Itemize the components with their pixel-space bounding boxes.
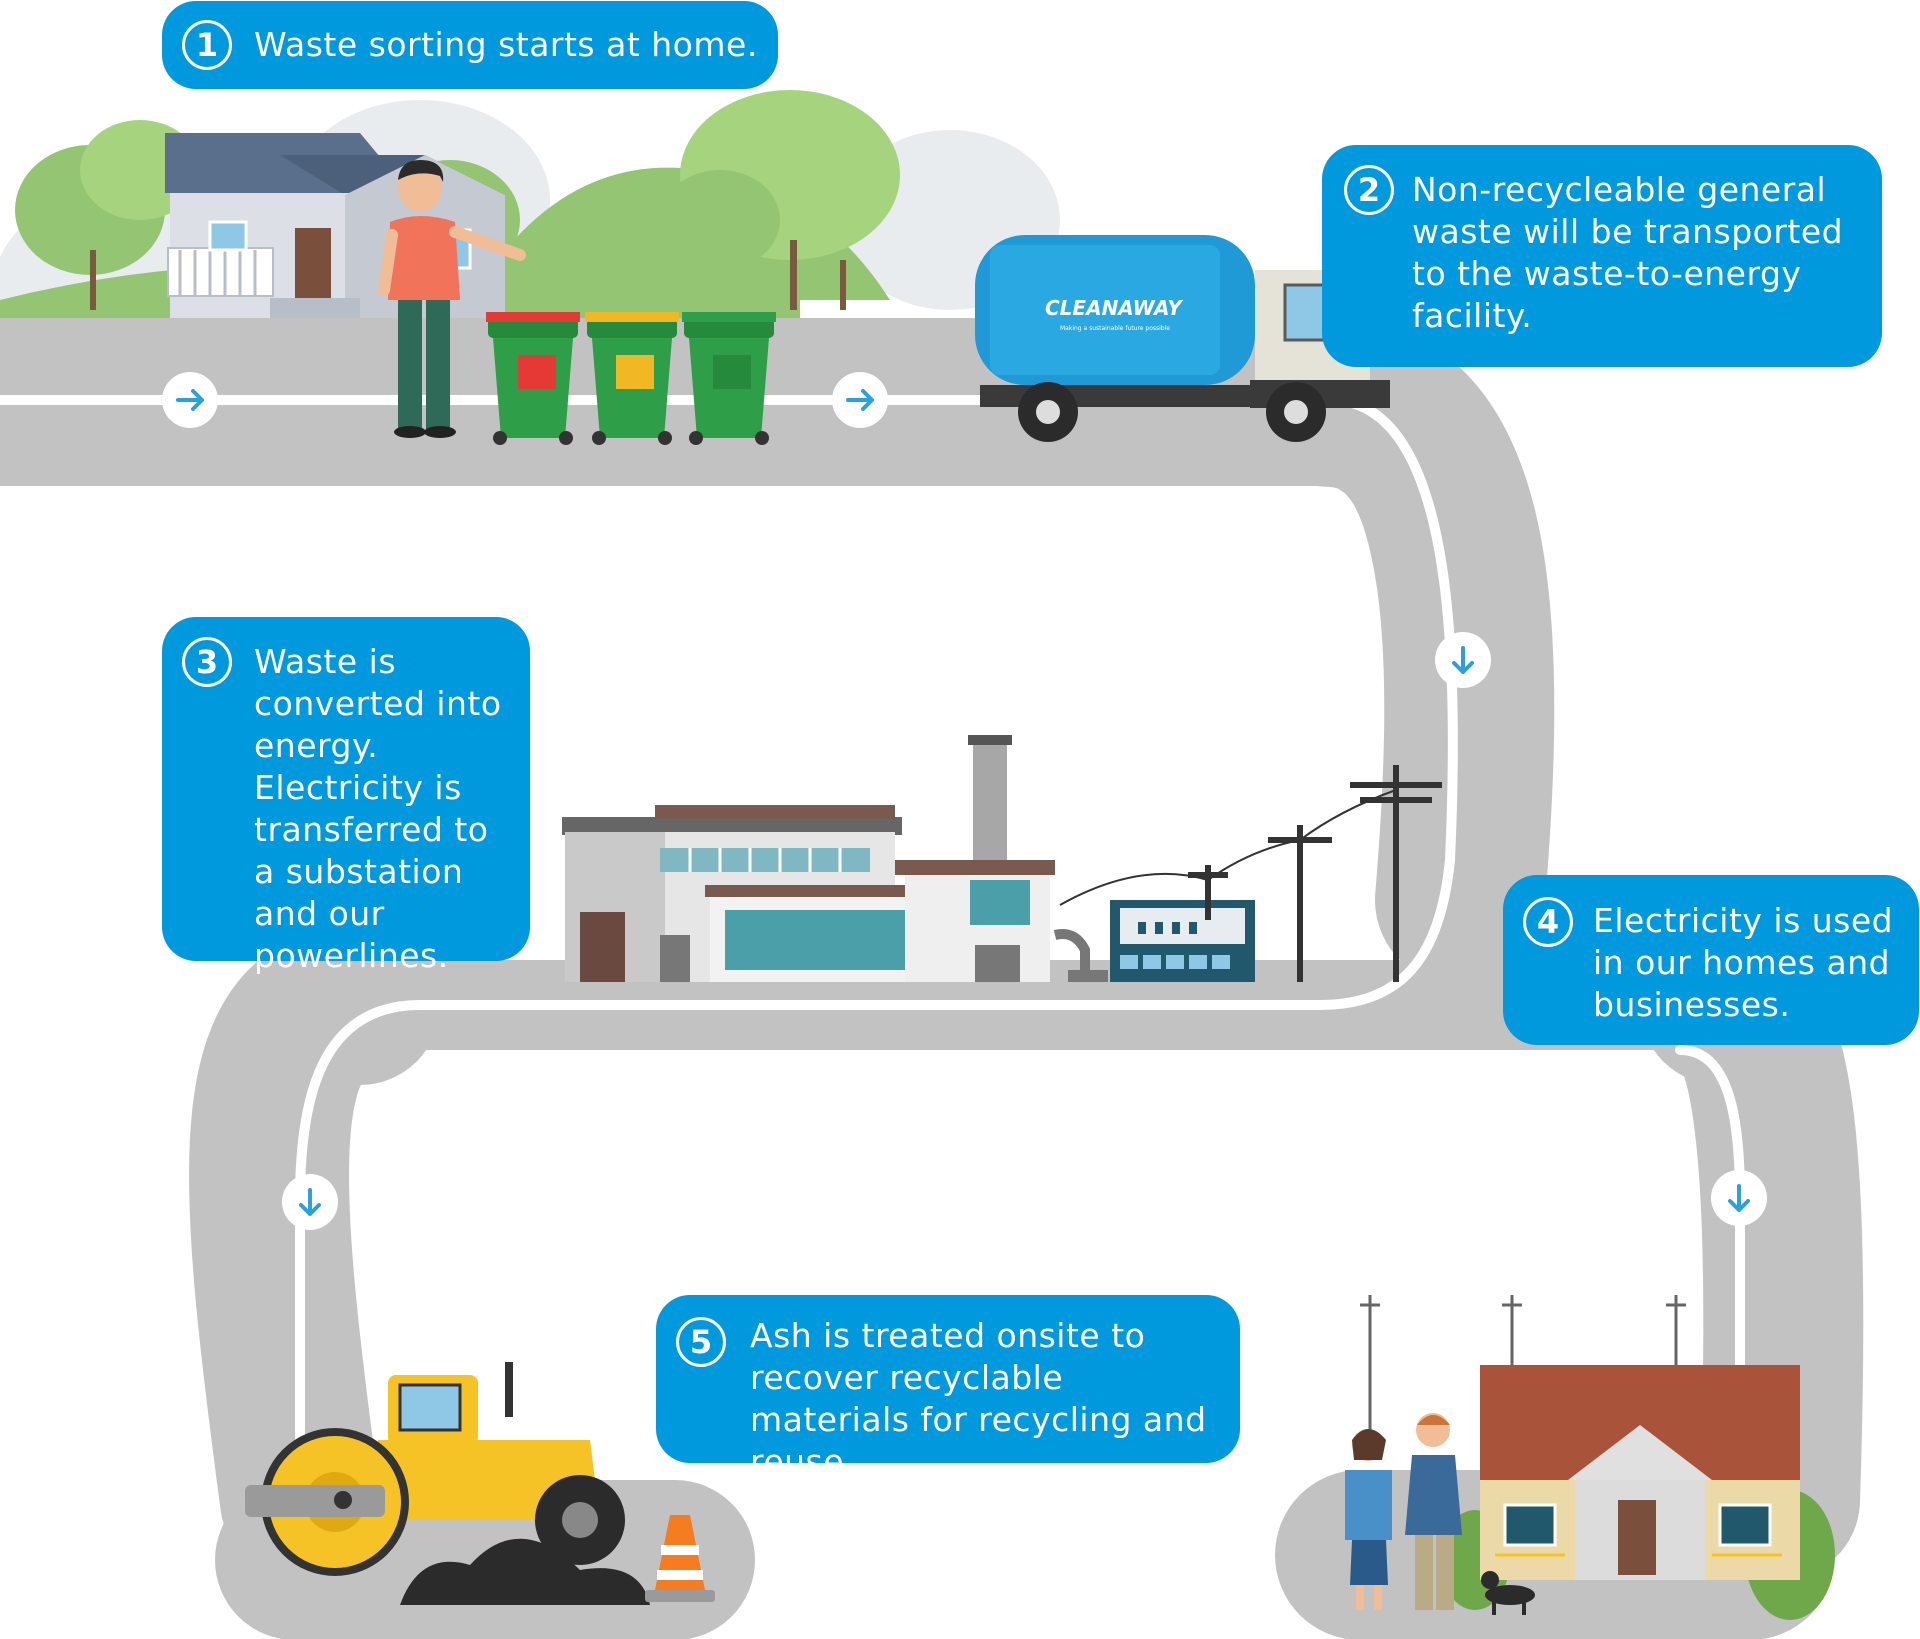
truck-brand: CLEANAWAY (1045, 296, 1184, 320)
truck-tagline: Making a sustainable future possible (1060, 325, 1170, 332)
step-3-text: Waste is converted into energy. Electric… (254, 642, 502, 975)
road-line-left (295, 1000, 425, 1535)
step-3-callout: 3 Waste is converted into energy. Electr… (162, 617, 530, 975)
step-2-number: 2 (1344, 165, 1394, 215)
step-1-text: Waste sorting starts at home. (254, 25, 758, 64)
factory-icon (562, 735, 1055, 982)
family-icon (1345, 1413, 1462, 1610)
flow-arrows (162, 372, 1767, 1230)
step-1-number: 1 (182, 20, 232, 70)
power-pole-icon (1059, 765, 1442, 982)
bin-icon (682, 312, 776, 445)
step-1-callout: 1 Waste sorting starts at home. (162, 1, 778, 89)
step-2-callout: 2 Non-recycleable general waste will be … (1322, 145, 1882, 367)
bin-icon (486, 312, 580, 445)
step-4-number: 4 (1523, 897, 1573, 947)
bin-icon (585, 312, 679, 445)
step-3-number: 3 (182, 637, 232, 687)
step-5-text: Ash is treated onsite to recover recycla… (750, 1316, 1207, 1481)
road-left-curve (189, 925, 440, 1580)
step-5-callout: 5 Ash is treated onsite to recover recyc… (656, 1295, 1240, 1481)
arrow-down-icon (1435, 632, 1491, 688)
person-icon (378, 160, 526, 438)
step-5-number: 5 (676, 1317, 726, 1367)
dog-icon (1481, 1571, 1535, 1615)
arrow-right-icon (162, 372, 218, 428)
arrow-down-icon (1711, 1170, 1767, 1226)
step-2-text: Non-recycleable general waste will be tr… (1412, 170, 1844, 335)
road-roller-icon (245, 1362, 650, 1605)
step-4-text: Electricity is used in our homes and bus… (1593, 901, 1894, 1024)
house-icon (1360, 1295, 1835, 1620)
arrow-right-icon (832, 372, 888, 428)
arrow-down-icon (282, 1174, 338, 1230)
traffic-cone-icon (645, 1515, 715, 1602)
step-4-callout: 4 Electricity is used in our homes and b… (1503, 875, 1919, 1045)
substation-icon (1053, 900, 1255, 982)
bins-group (486, 312, 776, 445)
